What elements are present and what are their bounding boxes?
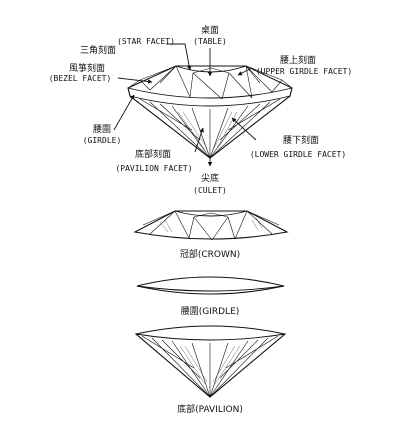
svg-text:(UPPER GIRDLE FACET): (UPPER GIRDLE FACET): [256, 67, 352, 76]
pavilion-section: 底部(PAVILION): [134, 325, 287, 415]
svg-text:(PAVILION FACET): (PAVILION FACET): [115, 164, 192, 173]
label-table: 桌面 (TABLE): [193, 24, 227, 46]
crown-facets: [127, 65, 293, 100]
svg-text:(BEZEL FACET): (BEZEL FACET): [49, 74, 112, 83]
caption-girdle: 腰圍(GIRDLE): [181, 306, 240, 317]
label-girdle: 腰圍 (GIRDLE): [83, 124, 122, 145]
caption-pavilion: 底部(PAVILION): [177, 403, 243, 415]
svg-text:腰上刻面: 腰上刻面: [280, 54, 316, 66]
label-bezel-facet: 風箏刻面 (BEZEL FACET): [49, 62, 112, 83]
svg-text:三角刻面: 三角刻面: [80, 44, 116, 56]
svg-text:尖底: 尖底: [201, 172, 219, 184]
label-upper-girdle-facet: 腰上刻面 (UPPER GIRDLE FACET): [256, 54, 352, 76]
svg-text:(STAR FACET): (STAR FACET): [117, 37, 175, 46]
caption-crown: 冠部(CROWN): [180, 248, 240, 260]
svg-text:腰圍: 腰圍: [93, 124, 111, 135]
label-star-facet: (STAR FACET) 三角刻面: [80, 37, 175, 56]
svg-text:(GIRDLE): (GIRDLE): [83, 136, 122, 145]
svg-text:(LOWER GIRDLE FACET): (LOWER GIRDLE FACET): [250, 150, 346, 159]
label-lower-girdle-facet: 腰下刻面 (LOWER GIRDLE FACET): [250, 134, 346, 159]
label-culet: 尖底 (CULET): [193, 172, 227, 195]
svg-text:(CULET): (CULET): [193, 186, 227, 195]
svg-text:腰下刻面: 腰下刻面: [283, 134, 319, 146]
pavilion-facets: [139, 98, 281, 159]
crown-section: 冠部(CROWN): [133, 210, 289, 260]
leader-lines: [113, 43, 257, 153]
svg-text:(TABLE): (TABLE): [193, 37, 227, 46]
label-pavilion-facet: 底部刻面 (PAVILION FACET): [115, 148, 192, 173]
svg-text:風箏刻面: 風箏刻面: [69, 62, 105, 74]
svg-text:桌面: 桌面: [201, 24, 219, 36]
svg-text:底部刻面: 底部刻面: [135, 148, 171, 160]
full-diamond: [127, 65, 293, 167]
girdle-section: 腰圍(GIRDLE): [136, 276, 285, 317]
